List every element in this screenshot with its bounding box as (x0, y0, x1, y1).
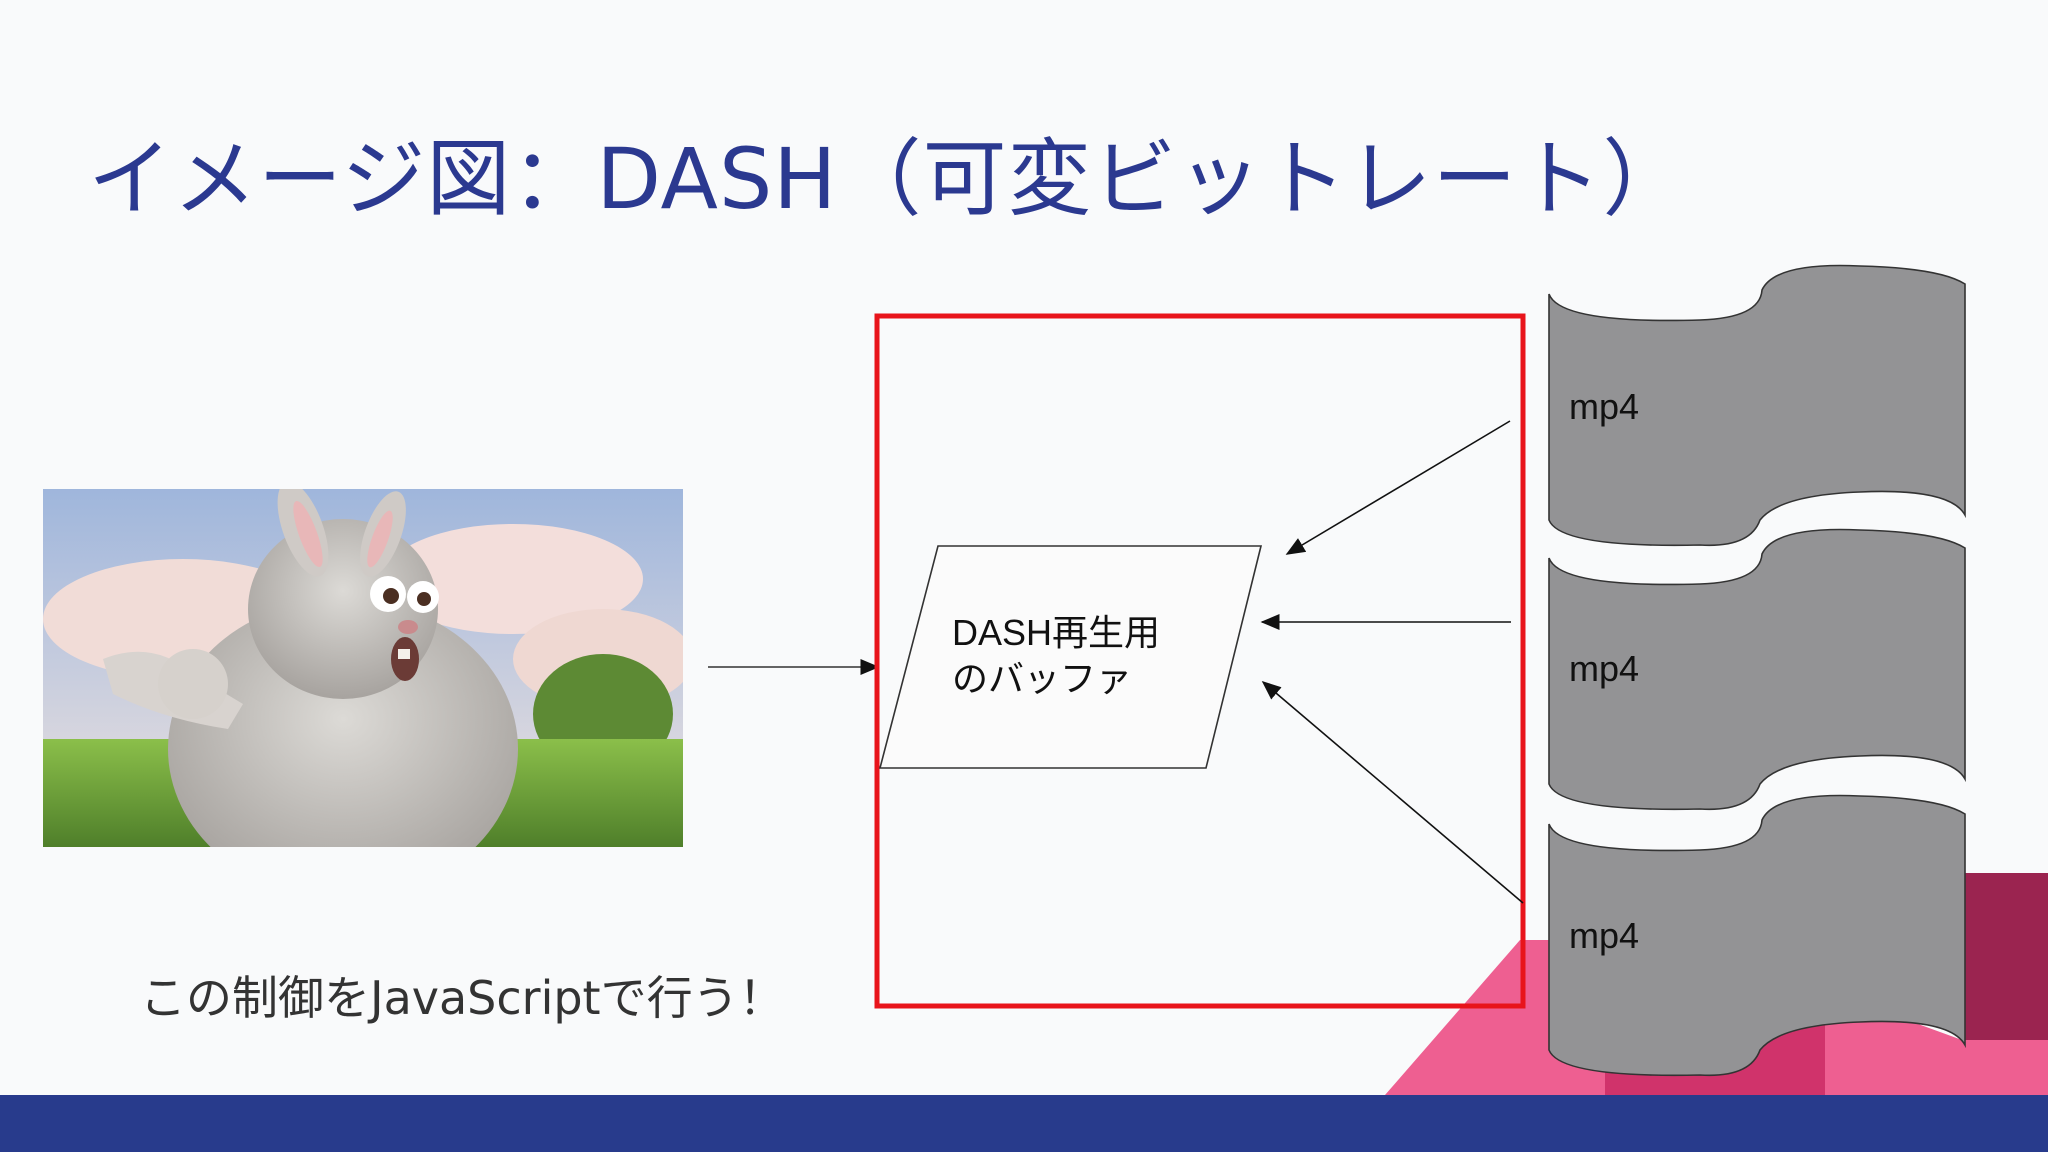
video-thumbnail (43, 489, 683, 847)
slide-title: イメージ図：DASH（可変ビットレート） (88, 130, 1688, 228)
highlight-box (874, 313, 1526, 1009)
buffer-label: DASH再生用 のバッファ (952, 612, 1161, 699)
mp4-label-1: mp4 (1569, 386, 1640, 427)
mp4-label-3: mp4 (1569, 915, 1640, 956)
mp4-label-2: mp4 (1569, 648, 1640, 689)
footer-bar (0, 1095, 2048, 1152)
mp4-file-shape-1 (1548, 264, 1966, 547)
video-frame-rabbit-icon (43, 489, 683, 847)
buffer-shape (878, 545, 1263, 769)
arrow-file3-to-buffer (1261, 680, 1524, 904)
mp4-file-shape-2 (1548, 528, 1966, 811)
mp4-file-shape-3 (1548, 794, 1966, 1077)
corner-maroon-shape (1962, 873, 2048, 1095)
slide-caption: この制御をJavaScriptで行う！ (140, 971, 785, 1025)
arrow-file1-to-buffer (1285, 420, 1511, 555)
